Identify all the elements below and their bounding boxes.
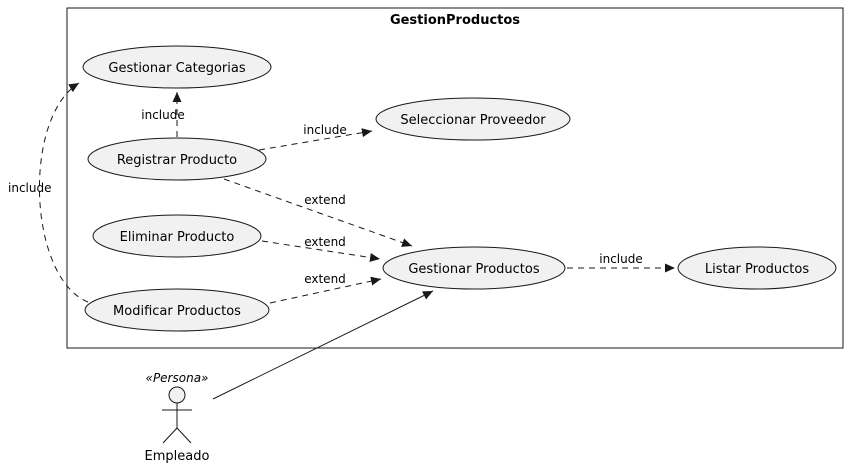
edge-eliminar-extends-gestionar [261, 240, 381, 262]
usecase-label: Listar Productos [705, 262, 809, 277]
usecase-listar-productos: Listar Productos [677, 246, 837, 290]
usecase-label: Modificar Productos [113, 304, 241, 319]
usecase-seleccionar-proveedor: Seleccionar Proveedor [375, 97, 571, 141]
actor-left-leg-icon [162, 427, 178, 444]
usecase-label: Gestionar Productos [408, 262, 540, 277]
usecase-label: Registrar Producto [117, 153, 237, 168]
usecase-eliminar-producto: Eliminar Producto [92, 214, 262, 258]
label-eliminar-extends-gestionar: extend [304, 235, 346, 249]
label-modificar-extends-gestionar: extend [304, 272, 346, 286]
usecase-label: Eliminar Producto [120, 230, 235, 245]
edge-registrar-includes-proveedor [258, 128, 373, 151]
usecase-ellipse [375, 97, 571, 141]
usecase-ellipse [677, 246, 837, 290]
edge-modificar-extends-gestionar [269, 276, 382, 304]
edge-modificar-includes-categorias [39, 82, 89, 303]
usecase-ellipse [382, 246, 566, 290]
usecase-modificar-productos: Modificar Productos [84, 288, 270, 332]
actor-empleado: «Persona» Empleado [145, 371, 210, 464]
edges [39, 82, 675, 400]
system-boundary [66, 7, 844, 349]
label-registrar-extends-gestionar: extend [304, 193, 346, 207]
label-gestionar-includes-listar: include [599, 252, 642, 266]
label-registrar-includes-categorias: include [141, 108, 184, 122]
label-modificar-includes-categorias: include [8, 181, 51, 195]
usecase-gestionar-productos: Gestionar Productos [382, 246, 566, 290]
usecase-ellipse [87, 137, 267, 181]
label-registrar-includes-proveedor: include [303, 123, 346, 137]
edge-registrar-extends-gestionar [223, 178, 413, 247]
usecase-registrar-producto: Registrar Producto [87, 137, 267, 181]
usecase-label: Seleccionar Proveedor [400, 113, 546, 128]
usecase-ellipse [82, 45, 272, 89]
actor-head-icon [168, 386, 186, 404]
usecase-gestionar-categorias: Gestionar Categorias [82, 45, 272, 89]
actor-stereotype: «Persona» [146, 371, 209, 385]
system-title: GestionProductos [390, 13, 520, 28]
actor-right-leg-icon [176, 427, 192, 444]
usecase-label: Gestionar Categorias [108, 61, 245, 76]
usecase-ellipse [84, 288, 270, 332]
usecase-ellipse [92, 214, 262, 258]
edge-labels: include include extend extend extend inc… [8, 108, 643, 286]
edge-empleado-gestionar [212, 290, 434, 400]
actor-name: Empleado [145, 449, 210, 464]
